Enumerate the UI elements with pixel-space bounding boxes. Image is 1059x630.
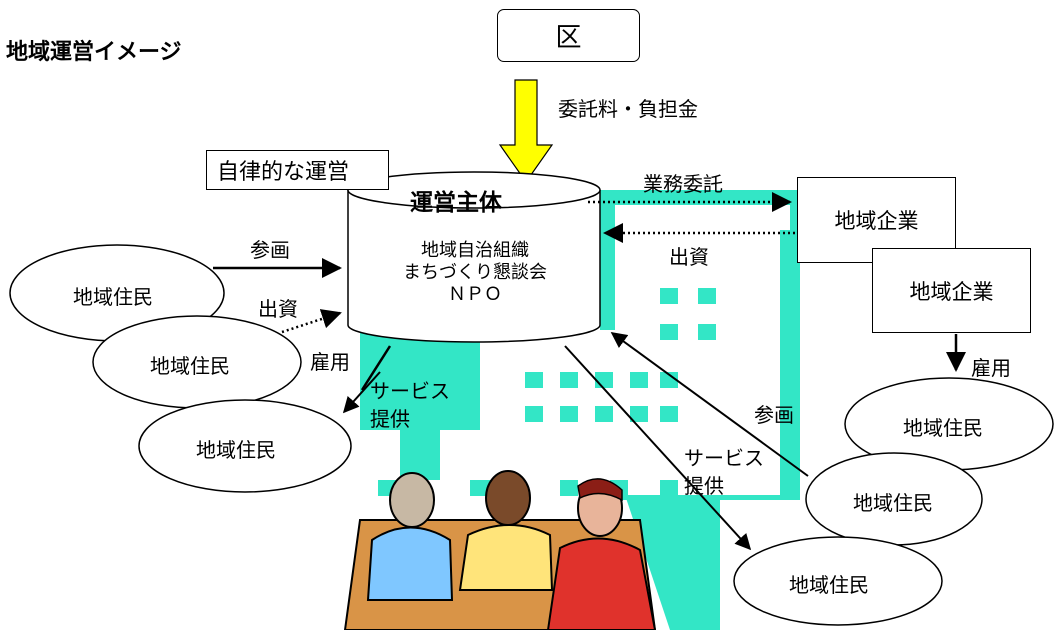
enterprise-label-1: 地域企業 <box>834 209 919 233</box>
investment-label-left: 出資 <box>258 297 298 321</box>
outsourcing-label: 業務委託 <box>643 172 723 196</box>
enterprise-label-2: 地域企業 <box>909 279 994 304</box>
service-label-right-line2: 提供 <box>684 474 724 498</box>
resident-label-5: 地域住民 <box>853 491 933 515</box>
investment-arrow-left <box>281 309 342 334</box>
service-label-right: サービス 提供 <box>684 444 764 500</box>
service-label-right-line1: サービス <box>684 446 764 470</box>
resident-label-2: 地域住民 <box>150 354 230 378</box>
autonomy-label: 自律的な運営 <box>217 160 350 185</box>
employment-label-right: 雇用 <box>971 356 1011 380</box>
resident-label-1: 地域住民 <box>73 285 153 309</box>
resident-ellipse-6 <box>733 536 943 626</box>
core-cylinder <box>347 171 601 343</box>
employment-line-left <box>360 345 392 391</box>
service-arrow-left <box>342 371 381 414</box>
enterprise-box-2: 地域企業 <box>872 248 1031 333</box>
participation-arrow-right <box>610 332 809 477</box>
autonomy-box: 自律的な運営 <box>206 150 389 190</box>
service-label-left-line2: 提供 <box>370 407 410 431</box>
service-label-left-line1: サービス <box>370 379 450 403</box>
core-line-1: 地域自治組織 <box>421 240 529 261</box>
ward-box: 区 <box>497 9 640 62</box>
page-title: 地域運営イメージ <box>6 40 182 65</box>
resident-label-4: 地域住民 <box>903 416 983 440</box>
funding-label: 委託料・負担金 <box>558 97 698 121</box>
service-arrow-right <box>564 345 752 551</box>
core-line-3: ＮＰＯ <box>448 284 502 305</box>
ward-label: 区 <box>555 23 582 53</box>
core-title: 運営主体 <box>410 190 502 216</box>
service-label-left: サービス 提供 <box>370 377 450 433</box>
resident-label-3: 地域住民 <box>196 438 276 462</box>
core-members: 地域自治組織 まちづくり懇談会 ＮＰＯ <box>350 240 600 306</box>
meeting-illustration <box>343 470 657 630</box>
employment-label-left: 雇用 <box>310 350 350 374</box>
investment-label-right: 出資 <box>669 245 709 269</box>
participation-label-right: 参画 <box>754 403 794 427</box>
resident-ellipse-3 <box>138 399 352 493</box>
participation-label-left: 参画 <box>250 238 290 262</box>
building-illustration <box>360 190 815 630</box>
core-line-2: まちづくり懇談会 <box>403 262 547 283</box>
resident-label-6: 地域住民 <box>789 573 869 597</box>
funding-arrow <box>498 79 554 184</box>
